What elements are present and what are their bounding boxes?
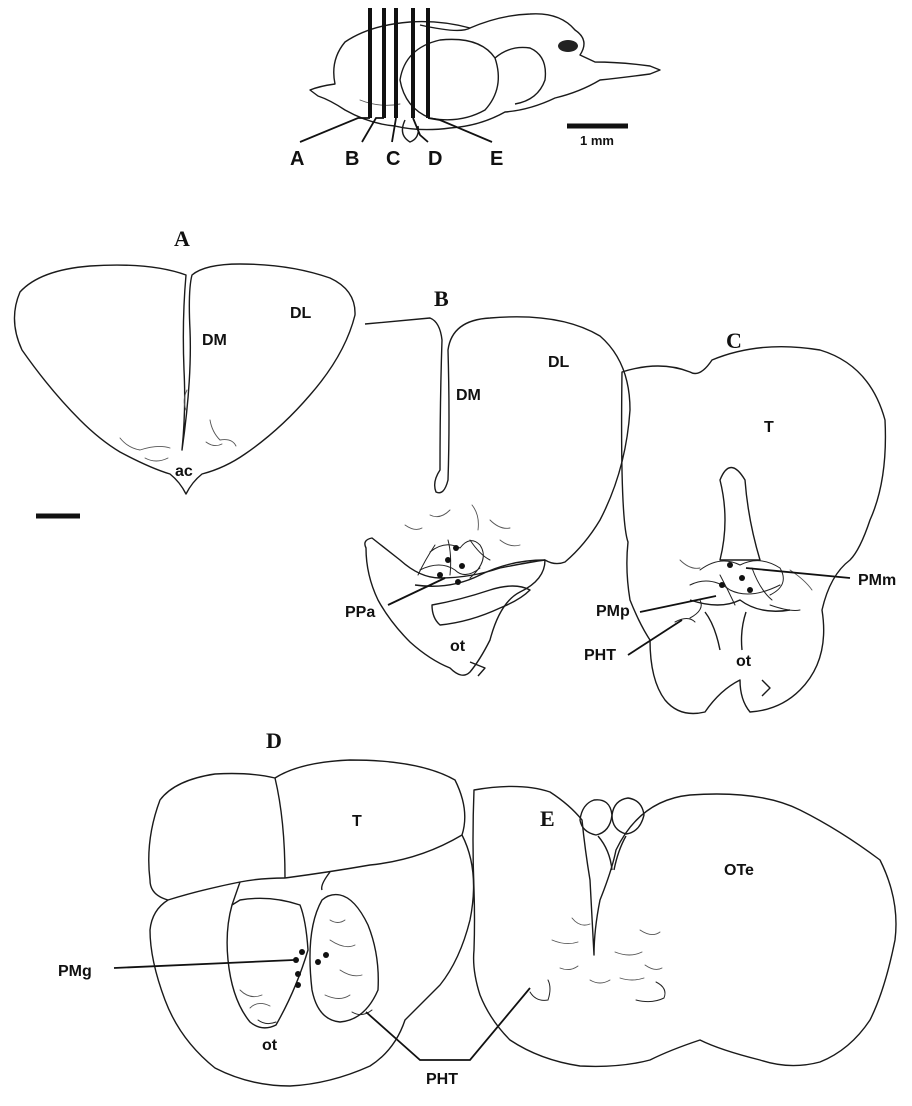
section-d: D T PMg ot PHT [58, 728, 530, 1088]
label-c-pmp: PMp [596, 603, 630, 620]
panel-letter-a: A [174, 226, 190, 251]
label-b-dm: DM [456, 387, 481, 404]
cut-label-a: A [290, 148, 304, 170]
panel-letter-e: E [540, 806, 555, 831]
cut-label-c: C [386, 148, 400, 170]
label-c-t: T [764, 419, 774, 436]
label-a-ac: ac [175, 463, 193, 480]
brain-lateral-view: A B C D E 1 mm [290, 8, 660, 170]
label-c-ot: ot [736, 653, 752, 670]
label-d-ot: ot [262, 1037, 278, 1054]
section-a: A DM DL ac [14, 226, 355, 516]
label-d-t: T [352, 813, 362, 830]
label-b-dl: DL [548, 354, 570, 371]
label-a-dm: DM [202, 332, 227, 349]
label-e-ote: OTe [724, 862, 754, 879]
cut-label-e: E [490, 148, 503, 170]
label-a-dl: DL [290, 305, 312, 322]
section-c: C T PMm PMp PHT ot [584, 328, 896, 714]
label-c-pht: PHT [584, 647, 616, 664]
section-e: E OTe [473, 786, 896, 1066]
section-b: B DM DL PPa ot [345, 286, 630, 676]
panel-letter-b: B [434, 286, 449, 311]
label-c-pmm: PMm [858, 572, 896, 589]
label-b-ppa: PPa [345, 604, 375, 621]
scale-bar-label: 1 mm [580, 133, 614, 148]
cut-label-d: D [428, 148, 442, 170]
cut-label-b: B [345, 148, 359, 170]
panel-letter-c: C [726, 328, 742, 353]
label-d-pmg: PMg [58, 963, 92, 980]
label-pht-shared: PHT [426, 1071, 458, 1088]
panel-letter-d: D [266, 728, 282, 753]
label-b-ot: ot [450, 638, 466, 655]
